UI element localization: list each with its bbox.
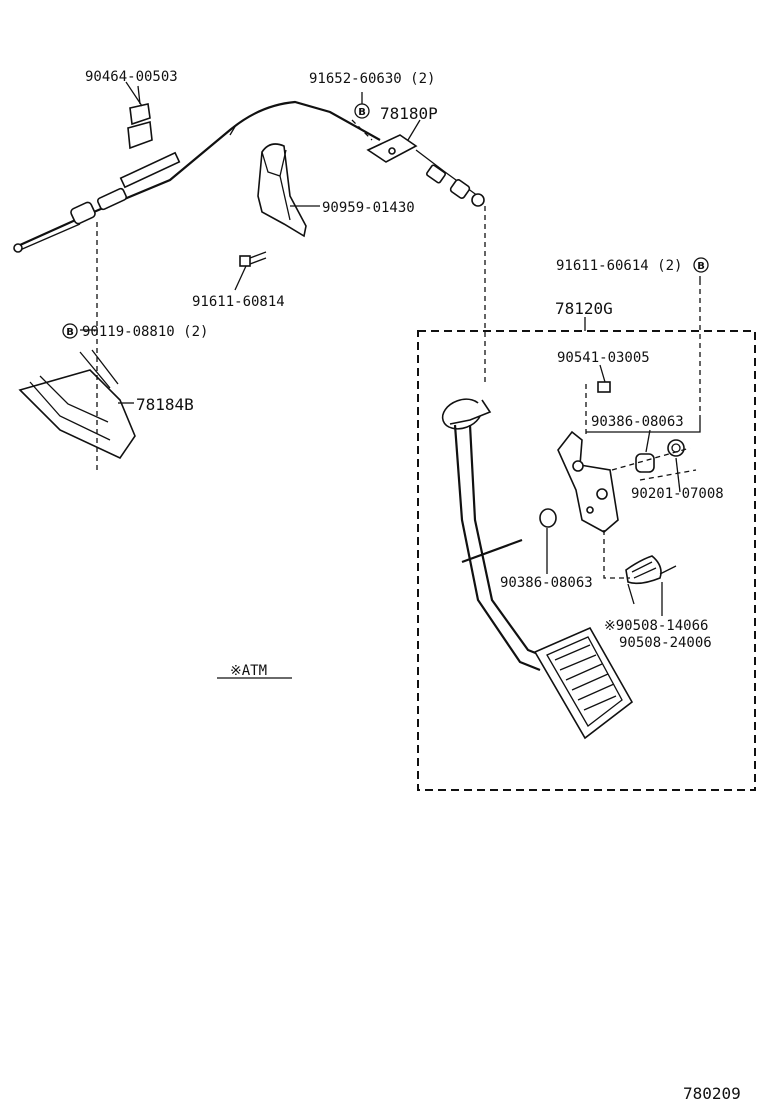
label-90508-24006: 90508-24006 bbox=[619, 635, 712, 651]
label-91611-60814: 91611-60814 bbox=[192, 294, 285, 310]
label-78120g: 78120G bbox=[555, 299, 613, 318]
label-90119-08810: 90119-08810 (2) bbox=[82, 324, 208, 340]
figure-number: 780209 bbox=[683, 1084, 741, 1103]
clamp-78184b-part bbox=[18, 349, 136, 460]
guide-line-bolt bbox=[351, 119, 373, 141]
label-78180p: 78180P bbox=[380, 104, 438, 123]
label-91611-60614: 91611-60614 (2) bbox=[556, 258, 682, 274]
leader-lines bbox=[80, 81, 701, 679]
guide-line-washer bbox=[639, 469, 697, 481]
marker-b-text: B bbox=[66, 327, 74, 338]
marker-b-2: B bbox=[693, 257, 709, 273]
label-90959-01430: 90959-01430 bbox=[322, 200, 415, 216]
atm-note: ※ATM bbox=[230, 663, 267, 679]
pedal-bracket bbox=[539, 381, 685, 605]
label-90386-08063-upper: 90386-08063 bbox=[591, 414, 684, 430]
marker-b-3: B bbox=[62, 323, 78, 339]
marker-b-text: B bbox=[358, 107, 366, 118]
label-90201-07008: 90201-07008 bbox=[631, 486, 724, 502]
label-90508-14066: ※90508-14066 bbox=[604, 618, 708, 634]
accelerator-pedal bbox=[441, 398, 634, 740]
bracket-90959-part bbox=[257, 143, 307, 238]
clip-90464-part bbox=[127, 85, 153, 150]
label-90541-03005: 90541-03005 bbox=[557, 350, 650, 366]
bolt-91611-60814-part bbox=[239, 251, 267, 267]
label-91652-60630: 91652-60630 (2) bbox=[309, 71, 435, 87]
label-78184b: 78184B bbox=[136, 395, 194, 414]
accelerator-cable bbox=[13, 100, 485, 253]
label-90464-00503: 90464-00503 bbox=[85, 69, 178, 85]
marker-b-1: B bbox=[354, 103, 370, 119]
pedal-assembly-box bbox=[417, 330, 756, 791]
guide-line-bushing bbox=[611, 447, 691, 471]
label-90386-08063-lower: 90386-08063 bbox=[500, 575, 593, 591]
marker-b-text: B bbox=[697, 261, 705, 272]
guide-line-spring bbox=[603, 530, 630, 579]
